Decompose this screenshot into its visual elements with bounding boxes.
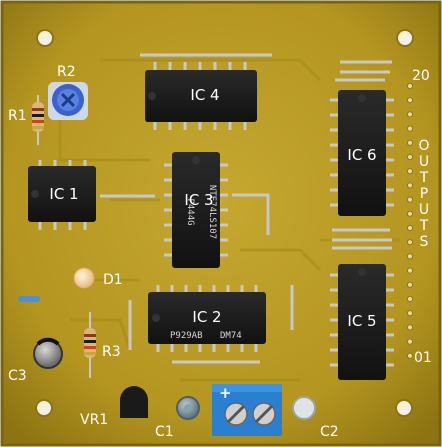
- output-pin-pad: [406, 82, 414, 90]
- output-pin-pad: [406, 182, 414, 189]
- output-pin-pad: [406, 324, 414, 331]
- resistor-r1: [32, 95, 44, 145]
- output-pin-pad: [406, 310, 414, 317]
- jumper-wires-right: [332, 60, 392, 250]
- jumper-wire: [232, 193, 270, 235]
- label-pin01: 01: [414, 350, 432, 366]
- output-pin-pad: [406, 125, 414, 132]
- output-pin-pad: [406, 196, 414, 203]
- label-c3: C3: [8, 368, 27, 384]
- label-c1: C1: [155, 424, 174, 440]
- ic4-label: IC 4: [190, 86, 219, 104]
- ic3-label-ic: IC 3: [184, 191, 213, 209]
- ic5-chip: IC 5: [330, 264, 394, 380]
- ic5-label: IC 5: [347, 312, 376, 330]
- ic2-part: DM74: [220, 331, 242, 341]
- label-r3: R3: [102, 344, 121, 360]
- label-r1: R1: [8, 108, 27, 124]
- regulator-vr1: [120, 386, 148, 418]
- output-pin-header: [406, 82, 414, 359]
- led-d1: [73, 267, 95, 289]
- output-pin-pad: [406, 224, 414, 232]
- resistor-r3: [84, 312, 96, 378]
- ic2-chip: IC 2 P929AB DM74: [148, 285, 266, 352]
- ic3-part: NTE74LS107: [207, 185, 217, 239]
- label-d1: D1: [103, 272, 123, 288]
- ic3-code: P444G: [185, 198, 195, 225]
- output-pin-pad: [406, 139, 414, 146]
- terminal-plus-mark: +: [219, 384, 232, 402]
- mounting-hole-tl: [36, 29, 54, 47]
- label-outputs-letter: O: [418, 138, 429, 154]
- ic1-chip: IC 1: [28, 160, 96, 230]
- output-pin-pad: [406, 267, 414, 274]
- mounting-hole-tr: [396, 29, 414, 47]
- label-outputs-letter: T: [419, 170, 429, 186]
- label-outputs-letter: S: [420, 234, 429, 250]
- output-pin-pad: [406, 239, 414, 246]
- label-outputs-letter: T: [419, 218, 429, 234]
- jumper-wires-bottom: [128, 285, 294, 364]
- ic3-label: IC 3: [184, 191, 213, 209]
- label-vr1: VR1: [80, 412, 108, 428]
- capacitor-c3: [33, 337, 63, 369]
- output-pin-pad: [406, 97, 414, 104]
- ic2-code: P929AB: [170, 331, 203, 341]
- output-pin-pad: [406, 210, 414, 217]
- label-outputs-letter: U: [419, 154, 429, 170]
- mounting-hole-br: [395, 399, 413, 417]
- power-terminal-block: +: [212, 384, 282, 436]
- output-pin-pad: [406, 338, 414, 345]
- ic6-label: IC 6: [347, 146, 376, 164]
- ic6-chip: IC 6: [330, 90, 394, 216]
- output-pin-pad: [406, 153, 414, 161]
- output-pin-pad: [406, 352, 414, 359]
- capacitor-c2: [292, 396, 316, 420]
- capacitor-c1: [176, 396, 200, 420]
- label-outputs-letter: P: [420, 186, 428, 202]
- output-pin-pad: [406, 168, 414, 175]
- ic1-label: IC 1: [49, 185, 78, 203]
- label-c2: C2: [320, 424, 339, 440]
- output-pin-pad: [406, 281, 414, 288]
- output-pin-pad: [406, 111, 414, 118]
- label-r2: R2: [57, 64, 76, 80]
- mounting-hole-bl: [35, 399, 53, 417]
- small-capacitor: [18, 296, 40, 302]
- output-pin-pad: [406, 253, 414, 260]
- output-pin-pad: [406, 295, 414, 303]
- label-pin20: 20: [412, 68, 430, 84]
- ic4-chip: IC 4: [145, 62, 257, 130]
- ic3-chip: P444G NTE74LS107 IC 3: [164, 152, 228, 268]
- trimmer-r2: [48, 82, 88, 120]
- ic2-label: IC 2: [192, 308, 221, 326]
- label-outputs-letter: U: [419, 202, 429, 218]
